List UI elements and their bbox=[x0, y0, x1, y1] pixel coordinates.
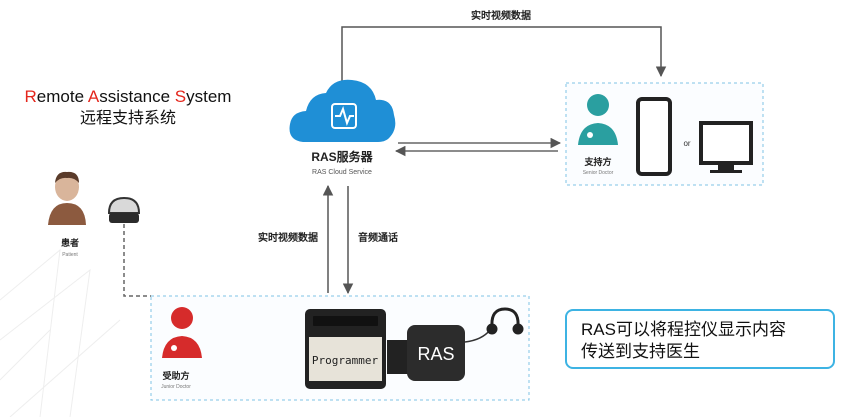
patient-group: 患者 Patient bbox=[48, 171, 141, 258]
patient-sublabel: Patient bbox=[62, 252, 78, 258]
receiver-sublabel: Junior Doctor bbox=[161, 384, 191, 390]
or-text: or bbox=[683, 139, 690, 148]
monitor-icon bbox=[699, 121, 753, 173]
audio-label: 音频通话 bbox=[358, 231, 398, 244]
patient-label: 患者 bbox=[61, 237, 79, 248]
title-rest-2: ssistance bbox=[99, 87, 175, 106]
title-rest-3: ystem bbox=[186, 87, 232, 106]
headset-icon bbox=[486, 307, 524, 335]
title-rest-1: emote bbox=[36, 87, 88, 106]
title-cap-1: R bbox=[24, 87, 37, 106]
device-icon bbox=[107, 196, 141, 223]
callout-line-2: 传送到支持医生 bbox=[581, 342, 700, 361]
title-cap-3: S bbox=[174, 87, 187, 106]
doctor-icon bbox=[578, 94, 618, 145]
monitor-chip-icon bbox=[331, 103, 357, 129]
video-label: 实时视频数据 bbox=[258, 231, 318, 244]
ras-device: RAS bbox=[407, 325, 465, 381]
background-decoration bbox=[0, 248, 121, 417]
title-cn: 远程支持系统 bbox=[79, 110, 176, 127]
patient-icon bbox=[48, 171, 86, 225]
supporter-panel: 支持方 Senior Doctor or bbox=[565, 82, 764, 186]
cloud-subtitle: RAS Cloud Service bbox=[312, 169, 372, 176]
tablet-icon bbox=[636, 97, 672, 176]
programmer-label: Programmer bbox=[312, 354, 379, 367]
supporter-label: 支持方 bbox=[583, 156, 611, 167]
cloud-server: RAS服务器 RAS Cloud Service bbox=[289, 79, 396, 176]
title-en: Remote Assistance System bbox=[8, 86, 248, 108]
title-block: Remote Assistance System 远程支持系统 bbox=[8, 86, 248, 130]
programmer-device: Programmer bbox=[305, 309, 386, 389]
patient-connector bbox=[123, 224, 151, 297]
title-cap-2: A bbox=[87, 87, 100, 106]
pulse-icon bbox=[335, 106, 354, 126]
callout-box: RAS可以将程控仪显示内容 传送到支持医生 bbox=[565, 309, 835, 369]
receiver-panel: 受助方 Junior Doctor Programmer RAS bbox=[150, 295, 530, 401]
top-link-arrow bbox=[341, 26, 667, 88]
callout-line-1: RAS可以将程控仪显示内容 bbox=[581, 320, 786, 339]
ras-label: RAS bbox=[417, 344, 454, 364]
top-link-label: 实时视频数据 bbox=[471, 9, 531, 22]
supporter-sublabel: Senior Doctor bbox=[583, 170, 614, 176]
receiver-doctor-icon bbox=[162, 307, 202, 358]
receiver-label: 受助方 bbox=[162, 370, 189, 381]
cloud-title: RAS服务器 bbox=[311, 149, 373, 164]
